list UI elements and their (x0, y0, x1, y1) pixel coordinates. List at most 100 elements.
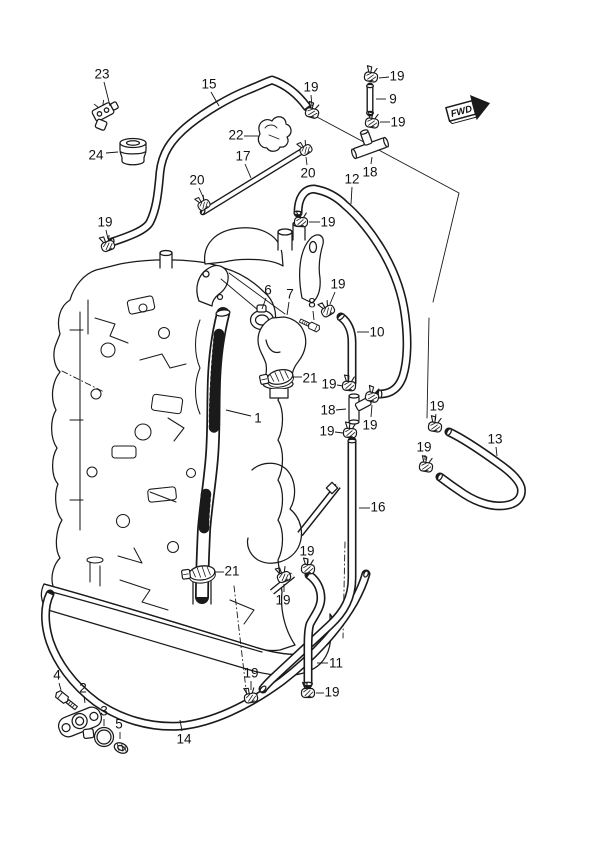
clamp-19 (242, 685, 259, 705)
seal-5 (113, 742, 129, 754)
callout-leader-19 (310, 94, 313, 107)
callout-leader-14 (179, 719, 183, 732)
thermostat-pocket (196, 265, 229, 307)
callout-label-5: 5 (115, 717, 123, 732)
callout-leader-20 (305, 156, 308, 166)
fwd-arrow-head (469, 95, 491, 121)
callout-leader-19 (434, 413, 437, 421)
callout-leader-19 (370, 404, 373, 418)
callout-label-19: 19 (321, 377, 336, 392)
callout-leader-18 (335, 408, 347, 411)
callout-label-19: 19 (429, 399, 444, 414)
callout-label-17: 17 (235, 149, 250, 164)
outlet-fitting-2 (57, 706, 103, 740)
callout-label-19: 19 (324, 685, 339, 700)
callout-label-7: 7 (286, 287, 294, 302)
anode-block (325, 481, 339, 495)
head-port-top (277, 228, 293, 236)
callout-label-18: 18 (320, 403, 335, 418)
callout-leader-19 (336, 384, 344, 387)
clamp-19 (418, 454, 435, 474)
callout-label-8: 8 (308, 296, 316, 311)
o-ring-3 (93, 726, 115, 748)
callout-label-2: 2 (79, 681, 87, 696)
callout-leader-12 (350, 186, 353, 205)
bolt-4 (53, 688, 80, 712)
cylinder-head-cover (203, 227, 284, 267)
callout-label-19: 19 (320, 215, 335, 230)
hose-1 (195, 307, 231, 604)
block-boss (159, 249, 173, 269)
callout-leader-24 (105, 151, 119, 154)
callout-label-21: 21 (224, 564, 239, 579)
callout-label-23: 23 (94, 67, 109, 82)
callout-label-12: 12 (344, 172, 359, 187)
hoses (41, 75, 526, 731)
callout-label-11: 11 (329, 656, 343, 671)
callout-label-19: 19 (330, 277, 345, 292)
callout-label-19: 19 (97, 215, 112, 230)
thermostat-cover (257, 316, 307, 399)
callout-leader-6 (261, 297, 267, 310)
callout-leader-19 (378, 76, 390, 79)
callout-leader-15 (210, 91, 220, 107)
callout-label-19: 19 (303, 80, 318, 95)
clamp-19 (341, 374, 357, 392)
callout-leader-7 (286, 301, 290, 316)
water-valve-23 (91, 99, 119, 131)
hose-10 (336, 312, 357, 388)
t-fitting-upper (350, 129, 390, 160)
callout-label-16: 16 (370, 500, 385, 515)
callout-leader-19 (105, 229, 109, 240)
hose-14 (41, 569, 371, 731)
clamp-19 (342, 421, 358, 439)
callout-label-20: 20 (300, 166, 315, 181)
callout-label-19: 19 (319, 424, 334, 439)
callout-label-19: 19 (416, 440, 431, 455)
block-boss-top (159, 249, 173, 257)
callout-label-22: 22 (228, 128, 243, 143)
hose-13 (435, 427, 526, 511)
callout-label-9: 9 (389, 92, 397, 107)
fwd-label: FWD (450, 104, 474, 120)
clamp-19 (316, 298, 337, 319)
clip-22 (257, 116, 292, 152)
pocket-hole (202, 270, 210, 278)
callout-label-19: 19 (389, 69, 404, 84)
callout-leader-20 (198, 187, 205, 200)
callout-label-4: 4 (53, 668, 61, 683)
callout-label-19: 19 (275, 593, 290, 608)
callout-leader-1 (225, 409, 252, 417)
fwd-badge: FWD (445, 95, 491, 125)
callout-label-19: 19 (390, 115, 405, 130)
callout-label-10: 10 (369, 325, 384, 340)
engine-block (40, 220, 341, 677)
clamp-19 (363, 64, 380, 84)
callout-label-15: 15 (201, 77, 216, 92)
lift-bracket-hole (308, 240, 318, 254)
callout-leader-19 (329, 291, 336, 305)
lift-bracket (299, 234, 324, 304)
callout-label-19: 19 (362, 418, 377, 433)
callout-label-3: 3 (100, 704, 108, 719)
callout-leader-17 (244, 163, 252, 179)
callout-leader-23 (103, 81, 111, 107)
callout-label-21: 21 (302, 371, 317, 386)
callout-label-19: 19 (243, 666, 258, 681)
callout-leader-18 (370, 156, 373, 165)
callout-leader-2 (83, 695, 86, 704)
hose-9 (365, 82, 375, 117)
pocket-hole (216, 293, 224, 301)
hose-17 (199, 146, 308, 216)
callout-label-19: 19 (299, 544, 314, 559)
grommet-24 (119, 137, 147, 166)
callout-leader-4 (58, 682, 62, 691)
callout-leader-8 (312, 310, 315, 321)
callout-label-1: 1 (254, 411, 262, 426)
callout-label-24: 24 (88, 148, 104, 163)
fwd-arrow-shadow (449, 116, 478, 125)
casting-details (69, 295, 255, 625)
